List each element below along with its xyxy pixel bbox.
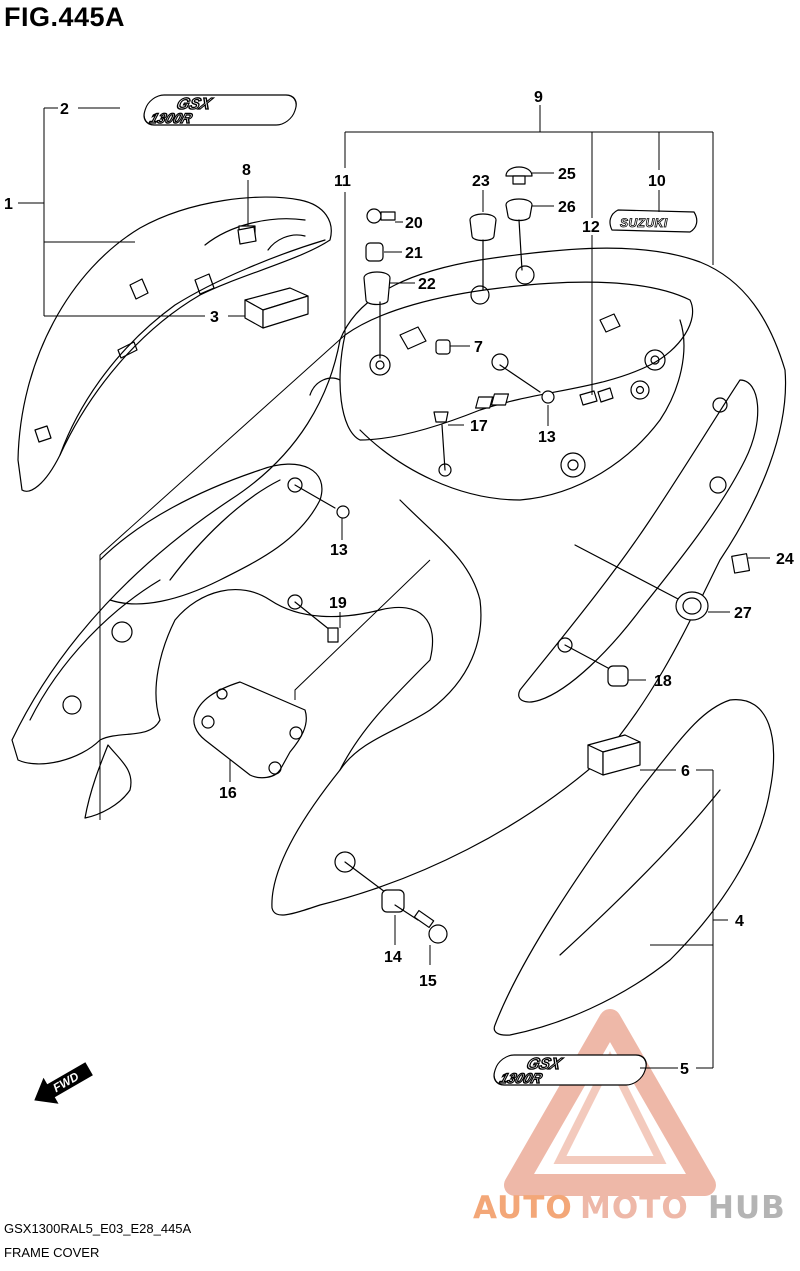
part-7-nut bbox=[435, 339, 451, 355]
part-23-grommet bbox=[469, 213, 497, 291]
part-3-cushion-pad bbox=[244, 287, 309, 329]
callout-18: 18 bbox=[654, 673, 672, 690]
part-4-right-side-cover bbox=[493, 699, 775, 1036]
part-1-left-side-cover bbox=[17, 196, 332, 492]
part-13-screw-lower bbox=[294, 484, 350, 519]
model-code: GSX1300RAL5_E03_E28_445A bbox=[4, 1221, 192, 1236]
callout-1: 1 bbox=[4, 196, 13, 213]
callout-27: 27 bbox=[734, 605, 752, 622]
callout-2: 2 bbox=[60, 101, 69, 118]
decal-1300r-text: 1300R bbox=[148, 111, 195, 127]
callout-3: 3 bbox=[210, 309, 219, 326]
part-14-grommet bbox=[344, 861, 405, 913]
part-18-grommet bbox=[564, 644, 629, 687]
callout-20: 20 bbox=[405, 215, 423, 232]
callout-13-lower: 13 bbox=[330, 542, 348, 559]
decal-suzuki-text: SUZUKI bbox=[620, 216, 668, 230]
callout-14: 14 bbox=[384, 949, 402, 966]
part-21-collar bbox=[365, 242, 384, 262]
part-12-labels bbox=[475, 393, 510, 409]
callout-6: 6 bbox=[681, 763, 690, 780]
assembly-name: FRAME COVER bbox=[4, 1245, 100, 1260]
callout-11: 11 bbox=[334, 173, 351, 190]
part-20-screw bbox=[366, 208, 396, 224]
part-17-fastener bbox=[433, 411, 449, 471]
callout-4: 4 bbox=[735, 913, 744, 930]
part-16-bracket bbox=[193, 681, 307, 779]
watermark-hub: HUB bbox=[708, 1190, 786, 1226]
watermark-auto: AUTO bbox=[473, 1190, 573, 1226]
part-24-label bbox=[731, 553, 751, 574]
part-15-bolt bbox=[394, 904, 448, 944]
part-5-gsxr-decal: GSX 1300R bbox=[493, 1054, 647, 1088]
callout-24: 24 bbox=[776, 551, 794, 568]
callout-9: 9 bbox=[534, 89, 543, 106]
part-6-cushion-pad bbox=[587, 734, 641, 776]
callout-23: 23 bbox=[472, 173, 490, 190]
callout-25: 25 bbox=[558, 166, 576, 183]
part-25-bolt bbox=[505, 166, 533, 185]
callout-5: 5 bbox=[680, 1061, 689, 1078]
callout-8: 8 bbox=[242, 162, 251, 179]
part-13-screw-upper bbox=[499, 364, 555, 404]
part-22-grommet bbox=[363, 271, 391, 359]
callout-15: 15 bbox=[419, 973, 437, 990]
callout-19: 19 bbox=[329, 595, 347, 612]
leader-lines bbox=[18, 105, 770, 1069]
watermark-moto: MOTO bbox=[580, 1190, 689, 1226]
callout-17: 17 bbox=[470, 418, 488, 435]
callout-labels: 1 2 3 4 5 6 7 8 9 10 11 12 13 13 14 15 1… bbox=[4, 89, 794, 1078]
figure-title: FIG.445A bbox=[4, 2, 126, 32]
decal-gsx-text: GSX bbox=[174, 95, 214, 113]
decal-1300r-text-lower: 1300R bbox=[498, 1071, 545, 1087]
watermark-logo: AUTO MOTO HUB bbox=[473, 1009, 786, 1226]
callout-26: 26 bbox=[558, 199, 576, 216]
callout-10: 10 bbox=[648, 173, 666, 190]
part-8-clip bbox=[237, 226, 257, 245]
callout-21: 21 bbox=[405, 245, 423, 262]
callout-13-upper: 13 bbox=[538, 429, 556, 446]
part-26-grommet bbox=[505, 198, 533, 271]
decal-gsx-text-lower: GSX bbox=[524, 1055, 564, 1073]
callout-7: 7 bbox=[474, 339, 483, 356]
part-10-suzuki-decal: SUZUKI bbox=[609, 209, 698, 233]
forward-direction-arrow: FWD bbox=[34, 1062, 93, 1104]
part-27-grommet bbox=[574, 544, 709, 621]
callout-22: 22 bbox=[418, 276, 436, 293]
part-19-clip bbox=[294, 601, 339, 643]
callout-12: 12 bbox=[582, 219, 600, 236]
part-2-gsxr-decal: GSX 1300R bbox=[143, 94, 297, 128]
callout-16: 16 bbox=[219, 785, 237, 802]
